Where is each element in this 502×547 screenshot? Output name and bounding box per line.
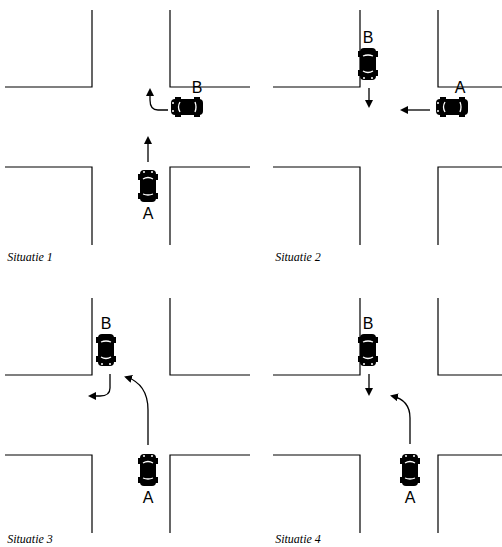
car-a (138, 170, 158, 202)
car-label: A (143, 490, 154, 506)
car-label: B (363, 316, 374, 332)
direction-arrow (126, 377, 148, 445)
car-label: B (192, 80, 203, 96)
car-b (358, 334, 378, 366)
direction-arrow (392, 396, 410, 444)
road-crossing (273, 298, 502, 533)
car-label: A (455, 80, 466, 96)
car-label: B (101, 316, 112, 332)
direction-arrow (368, 88, 369, 106)
car-b (358, 48, 378, 80)
car-a (436, 97, 468, 117)
car-label: A (143, 206, 154, 222)
road-crossing (5, 298, 250, 533)
situation-caption: Situatie 1 (7, 251, 53, 263)
direction-arrow (368, 374, 369, 394)
car-label: A (405, 490, 416, 506)
direction-arrow (147, 138, 148, 162)
car-label: B (363, 30, 374, 46)
road-crossing (273, 10, 502, 245)
direction-arrow (150, 90, 168, 110)
situation-caption: Situatie 2 (275, 251, 321, 263)
situation-caption: Situatie 3 (7, 533, 53, 545)
car-a (400, 454, 420, 486)
car-a (138, 454, 158, 486)
car-b (96, 334, 116, 366)
situation-caption: Situatie 4 (275, 533, 321, 545)
car-b (171, 97, 203, 117)
road-crossing (5, 10, 250, 245)
direction-arrow (90, 374, 110, 396)
direction-arrow (402, 109, 430, 110)
